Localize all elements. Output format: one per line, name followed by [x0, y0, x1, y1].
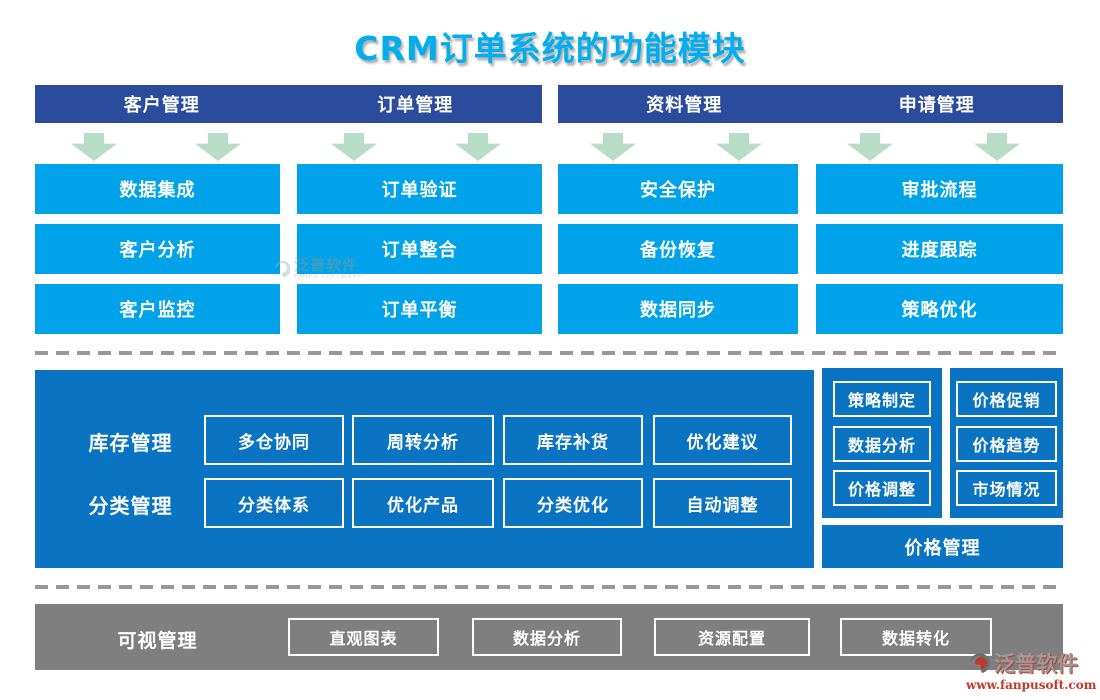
sub-module-box: 优化建议	[653, 415, 792, 465]
module-box: 数据同步	[558, 284, 798, 334]
module-box: 进度跟踪	[816, 224, 1063, 274]
diagram-title: CRM订单系统的功能模块	[354, 29, 746, 68]
vendor-logo: 泛普软件 www.fanpusoft.com	[966, 648, 1096, 692]
group-header-apply: 申请管理	[898, 95, 975, 116]
sub-module-box: 市场情况	[956, 470, 1057, 506]
row-label-inventory: 库存管理	[88, 431, 173, 455]
module-box: 订单整合	[297, 224, 542, 274]
module-box: 策略优化	[816, 284, 1063, 334]
down-arrow-icon	[590, 133, 636, 161]
down-arrow-icon	[716, 133, 762, 161]
vendor-name: 泛普软件	[994, 652, 1078, 676]
module-box: 数据集成	[35, 164, 280, 214]
header-bar-left: 客户管理 订单管理	[35, 85, 542, 123]
sub-module-box: 多仓协同	[204, 415, 344, 465]
module-box: 订单验证	[297, 164, 542, 214]
vendor-url: www.fanpusoft.com	[966, 678, 1097, 692]
sub-module-box: 价格调整	[833, 470, 931, 506]
group-header-customer: 客户管理	[123, 95, 200, 116]
sub-module-box: 价格促销	[956, 381, 1057, 417]
price-strategy-panel-left: 策略制定 数据分析 价格调整	[822, 368, 942, 518]
header-bar-right: 资料管理 申请管理	[558, 85, 1063, 123]
sub-module-box: 资源配置	[654, 618, 810, 656]
down-arrow-icon	[847, 133, 893, 161]
sub-module-box: 分类优化	[503, 478, 643, 528]
sub-module-box: 自动调整	[653, 478, 792, 528]
fanpu-logo-icon	[970, 653, 990, 673]
price-strategy-panel-right: 价格促销 价格趋势 市场情况	[950, 368, 1063, 518]
module-box: 客户分析	[35, 224, 280, 274]
dashed-divider	[35, 351, 1063, 355]
group-header-order: 订单管理	[377, 95, 454, 116]
module-box: 审批流程	[816, 164, 1063, 214]
sub-module-box: 周转分析	[352, 415, 494, 465]
group-header-data: 资料管理	[646, 95, 723, 116]
visual-management-bar: 可视管理 直观图表 数据分析 资源配置 数据转化	[35, 604, 1063, 670]
sub-module-box: 数据分析	[472, 618, 622, 656]
down-arrow-icon	[71, 133, 117, 161]
down-arrow-icon	[455, 133, 501, 161]
sub-module-box: 数据转化	[840, 618, 992, 656]
module-box: 安全保护	[558, 164, 798, 214]
module-box: 客户监控	[35, 284, 280, 334]
sub-module-box: 数据分析	[833, 426, 931, 462]
row-label-visual: 可视管理	[117, 630, 198, 652]
sub-module-box: 直观图表	[288, 618, 439, 656]
sub-module-box: 优化产品	[352, 478, 494, 528]
module-box: 订单平衡	[297, 284, 542, 334]
sub-module-box: 分类体系	[204, 478, 344, 528]
sub-module-box: 价格趋势	[956, 426, 1057, 462]
price-management-bar: 价格管理	[822, 525, 1063, 568]
down-arrow-icon	[331, 133, 377, 161]
row-label-category: 分类管理	[88, 494, 173, 518]
sub-module-box: 库存补货	[503, 415, 643, 465]
watermark-subtext: FANPU SOFTWARE	[294, 273, 363, 280]
down-arrow-icon	[974, 133, 1020, 161]
sub-module-box: 策略制定	[833, 381, 931, 417]
module-box: 备份恢复	[558, 224, 798, 274]
down-arrow-icon	[195, 133, 241, 161]
inventory-category-panel: 库存管理 分类管理 多仓协同 周转分析 库存补货 优化建议 分类体系 优化产品 …	[35, 370, 814, 568]
dashed-divider	[35, 585, 1063, 589]
